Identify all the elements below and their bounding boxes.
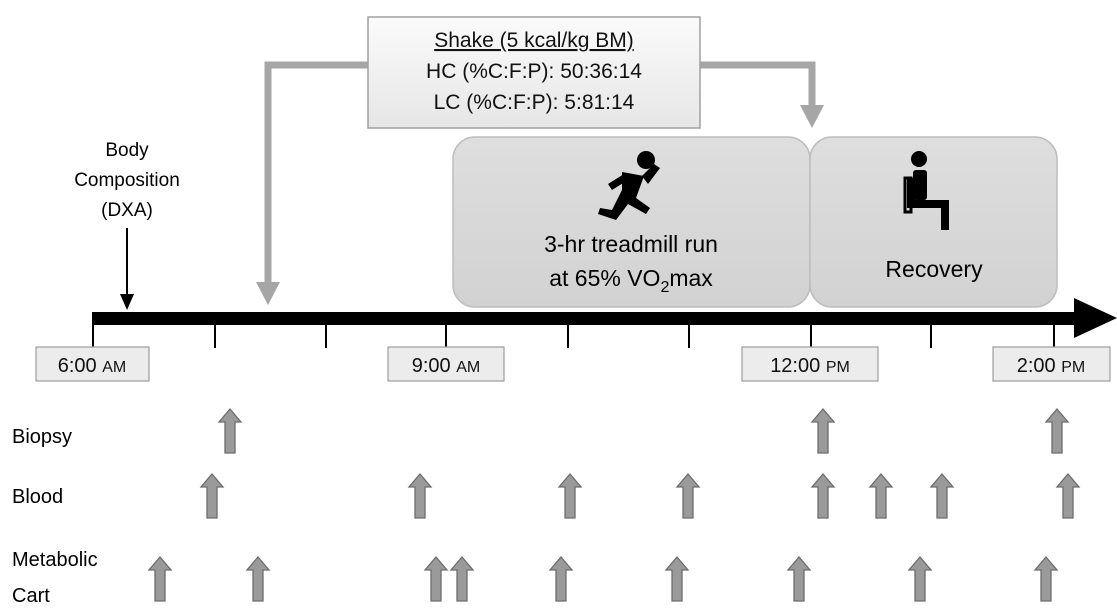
metabolic-cart-arrow <box>664 555 690 602</box>
treadmill-run-line1: 3-hr treadmill run <box>544 231 718 257</box>
metabolic-cart-arrow <box>907 555 933 602</box>
blood-arrow <box>199 472 225 519</box>
row-label-metabolic-cart-1: Metabolic <box>12 549 98 571</box>
blood-arrow <box>868 472 894 519</box>
svg-text:6:00 AM: 6:00 AM <box>58 355 127 377</box>
body-composition-line1: Body <box>105 140 149 161</box>
treadmill-run-panel: 3-hr treadmill run at 65% VO2max <box>452 136 811 308</box>
blood-arrows <box>199 472 1081 519</box>
shake-title: Shake (5 kcal/kg BM) <box>434 29 634 52</box>
recovery-label: Recovery <box>885 256 983 282</box>
shake-connector-arrows <box>256 61 824 305</box>
shake-lc-ratio: LC (%C:F:P): 5:81:14 <box>434 91 635 114</box>
seated-person-icon <box>903 151 949 230</box>
row-label-blood: Blood <box>12 486 63 508</box>
shake-box: Shake (5 kcal/kg BM) HC (%C:F:P): 50:36:… <box>367 16 701 129</box>
svg-text:9:00 AM: 9:00 AM <box>412 355 481 377</box>
blood-arrow <box>1055 472 1081 519</box>
connector-line-left <box>264 61 368 285</box>
metabolic-cart-arrow <box>548 555 574 602</box>
metabolic-cart-arrow <box>449 555 475 602</box>
blood-arrow <box>407 472 433 519</box>
svg-text:12:00 PM: 12:00 PM <box>770 355 850 377</box>
biopsy-arrow <box>217 407 243 454</box>
row-label-metabolic-cart-2: Cart <box>12 585 50 607</box>
metabolic-cart-arrow <box>1033 555 1059 602</box>
sample-arrows <box>147 407 1081 602</box>
row-labels: Biopsy Blood Metabolic Cart <box>12 426 98 607</box>
connector-arrowhead-right <box>800 105 824 128</box>
blood-arrow <box>675 472 701 519</box>
connector-arrowhead-left <box>256 282 280 305</box>
body-composition-line2: Composition <box>74 170 180 191</box>
metabolic-cart-arrow <box>786 555 812 602</box>
recovery-panel: Recovery <box>809 136 1058 308</box>
row-label-biopsy: Biopsy <box>12 426 72 448</box>
biopsy-arrow <box>1044 407 1070 454</box>
time-label-2pm: 2:00 PM <box>992 346 1111 382</box>
timeline-axis: 6:00 AM 9:00 AM 12:00 PM 2:00 PM <box>35 298 1117 382</box>
metabolic-cart-arrow <box>147 555 173 602</box>
blood-arrow <box>929 472 955 519</box>
connector-line-right <box>700 61 816 108</box>
treadmill-run-line2: at 65% VO2max <box>549 265 713 296</box>
time-label-12pm: 12:00 PM <box>741 346 879 382</box>
body-composition-arrowhead <box>120 294 134 310</box>
biopsy-arrows <box>217 407 1070 454</box>
body-composition-marker: Body Composition (DXA) <box>74 140 180 310</box>
timeline-arrowhead <box>1074 298 1117 338</box>
timeline-ticks <box>92 320 1055 348</box>
metabolic-cart-arrows <box>147 555 1059 602</box>
time-label-9am: 9:00 AM <box>387 346 505 382</box>
biopsy-arrow <box>810 407 836 454</box>
shake-hc-ratio: HC (%C:F:P): 50:36:14 <box>426 60 642 83</box>
blood-arrow <box>810 472 836 519</box>
body-composition-line3: (DXA) <box>101 200 153 221</box>
blood-arrow <box>557 472 583 519</box>
timeline-bar <box>92 312 1082 325</box>
svg-text:2:00 PM: 2:00 PM <box>1017 355 1086 377</box>
time-label-6am: 6:00 AM <box>35 346 150 382</box>
metabolic-cart-arrow <box>423 555 449 602</box>
running-person-icon <box>598 151 660 220</box>
metabolic-cart-arrow <box>245 555 271 602</box>
